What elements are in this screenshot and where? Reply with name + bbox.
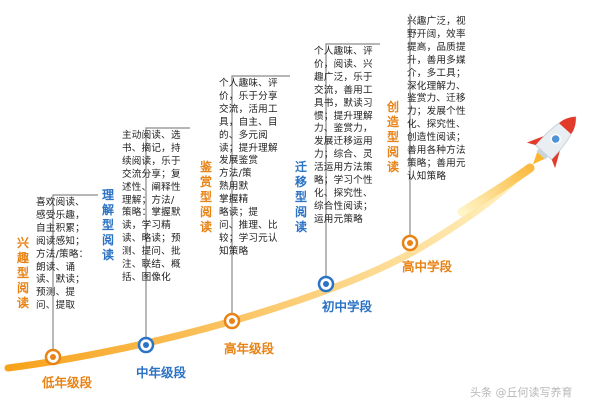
title-mid: 理解型阅读 — [101, 188, 114, 262]
stage-label-low: 低年级段 — [42, 375, 93, 390]
growth-path — [4, 171, 524, 372]
description-senior: 兴趣广泛，视 野开阔，效率 提高，品质提 升，善用多媒 介，多工具； 深化理解力… — [407, 16, 466, 182]
stage-label-junior: 初中学段 — [322, 299, 373, 314]
description-junior: 个人趣味、评 价，阅读、兴 趣广泛，乐于 交流，善用工 具书，默读习 惯；提升理… — [314, 46, 373, 225]
connector-mid — [145, 127, 190, 345]
connector-high — [231, 75, 290, 321]
milestone-senior — [401, 234, 419, 252]
rocket-trail — [457, 163, 535, 217]
connector-junior — [325, 43, 380, 284]
watermark: 头条 @丘何读写养育 — [470, 386, 573, 399]
description-low: 喜欢阅读、 感受乐趣， 自主积累； 阅读感知； 方法/策略： 朗读、诵 读、默读… — [36, 197, 89, 312]
title-senior: 创造型阅读 — [386, 100, 399, 174]
description-high: 个人趣味、评 价，乐于分享 交流，活用工 具，自主、目 的、多元阅 读；提升理解… — [219, 78, 278, 257]
milestone-low — [44, 348, 62, 366]
description-mid: 主动阅读、选 书、摘记，持 续阅读，乐于 交流分享；复 述性、阐释性 理解；方法… — [122, 130, 181, 283]
stage-label-senior: 高中学段 — [402, 259, 453, 274]
milestone-high — [223, 312, 241, 330]
stage-label-mid: 中年级段 — [136, 365, 187, 380]
title-high: 鉴赏型阅读 — [199, 160, 212, 234]
milestone-junior — [317, 275, 335, 293]
stage-label-high: 高年级段 — [224, 341, 275, 356]
rocket-icon — [526, 116, 577, 169]
title-low: 兴趣型阅读 — [16, 236, 29, 310]
connector-low — [52, 194, 98, 357]
milestone-mid — [137, 336, 155, 354]
title-junior: 迁移型阅读 — [294, 160, 307, 234]
